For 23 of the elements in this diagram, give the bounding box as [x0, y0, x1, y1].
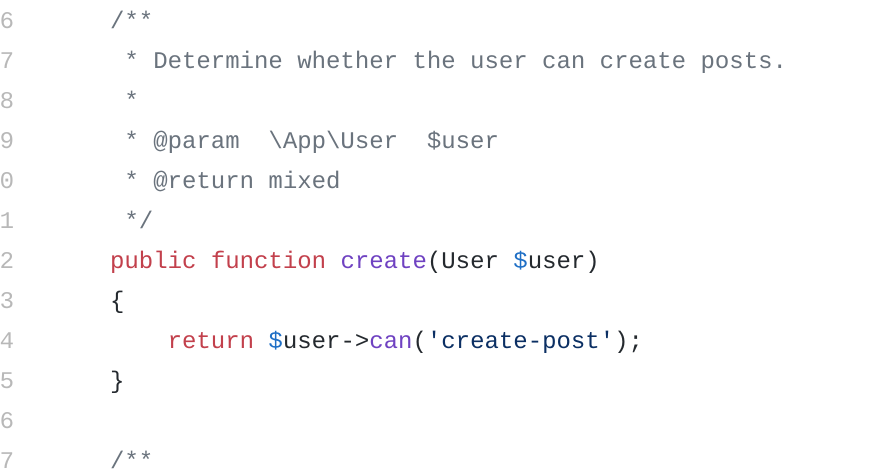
line-number: 4 [0, 328, 14, 358]
line-number: 7 [0, 48, 14, 78]
line-number: 2 [0, 248, 14, 278]
code-line: { [110, 288, 124, 318]
line-number: 0 [0, 168, 14, 198]
code-comment: * @return mixed [124, 168, 340, 198]
line-number: 1 [0, 208, 14, 238]
code-comment: * [124, 88, 139, 118]
line-number: 5 [0, 368, 14, 398]
code-comment: /** [110, 448, 154, 476]
line-number: 6 [0, 408, 14, 438]
line-number: 6 [0, 8, 14, 38]
line-number: 8 [0, 88, 14, 118]
code-line: return $user->can('create-post'); [168, 328, 643, 358]
line-number: 7 [0, 448, 14, 476]
code-line: public function create(User $user) [110, 248, 600, 278]
code-comment: * @param \App\User $user [124, 128, 499, 158]
code-comment: */ [124, 208, 154, 238]
line-number: 9 [0, 128, 14, 158]
code-comment: /** [110, 8, 154, 38]
code-line: } [110, 368, 124, 398]
code-comment: * Determine whether the user can create posts. [124, 48, 787, 78]
line-number: 3 [0, 288, 14, 318]
